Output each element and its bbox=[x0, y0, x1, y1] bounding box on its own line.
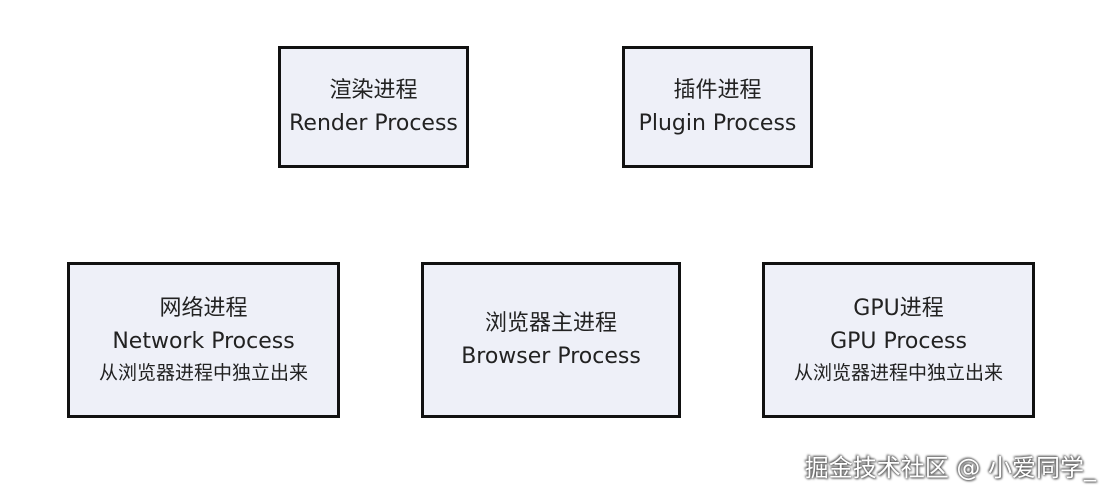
network-process-note: 从浏览器进程中独立出来 bbox=[98, 362, 308, 384]
plugin-process-subtitle: Plugin Process bbox=[638, 111, 797, 136]
network-process-title: 网络进程 bbox=[159, 296, 248, 321]
render-process-subtitle: Render Process bbox=[289, 111, 458, 136]
browser-process-box: 浏览器主进程 Browser Process bbox=[421, 262, 681, 418]
gpu-process-note: 从浏览器进程中独立出来 bbox=[793, 362, 1003, 384]
browser-process-subtitle: Browser Process bbox=[461, 344, 641, 369]
browser-process-title: 浏览器主进程 bbox=[484, 311, 617, 336]
gpu-process-box: GPU进程 GPU Process 从浏览器进程中独立出来 bbox=[762, 262, 1035, 418]
plugin-process-title: 插件进程 bbox=[673, 78, 762, 103]
gpu-process-title: GPU进程 bbox=[853, 296, 944, 321]
network-process-subtitle: Network Process bbox=[112, 329, 295, 354]
watermark: 掘金技术社区 @ 小爱同学_ bbox=[804, 454, 1096, 482]
gpu-process-subtitle: GPU Process bbox=[830, 329, 967, 354]
render-process-title: 渲染进程 bbox=[329, 78, 418, 103]
network-process-box: 网络进程 Network Process 从浏览器进程中独立出来 bbox=[67, 262, 340, 418]
render-process-box: 渲染进程 Render Process bbox=[278, 46, 469, 168]
plugin-process-box: 插件进程 Plugin Process bbox=[622, 46, 813, 168]
